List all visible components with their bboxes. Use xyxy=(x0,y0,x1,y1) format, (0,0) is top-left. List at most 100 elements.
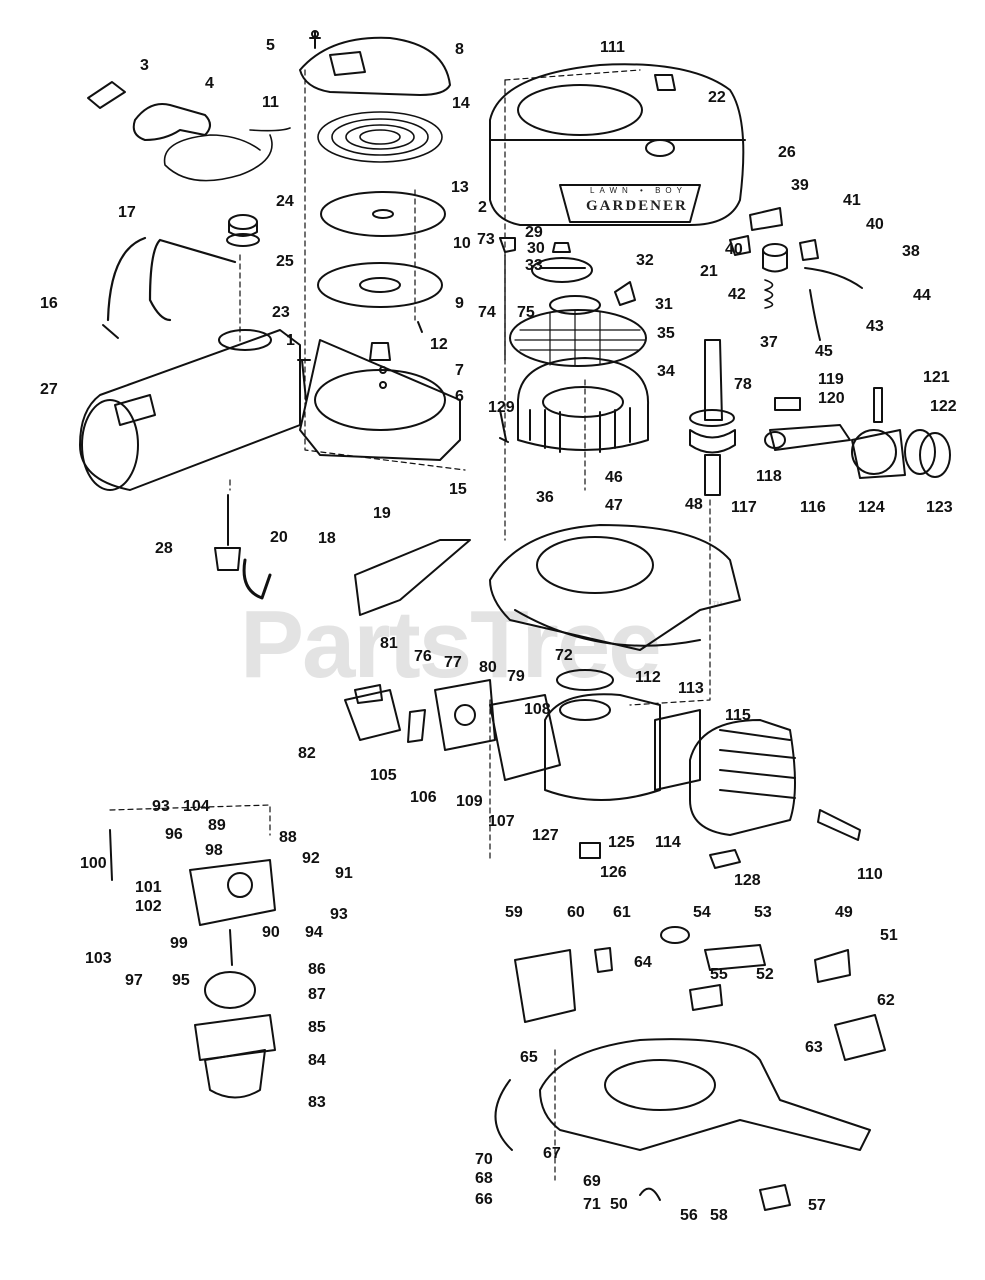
flywheel-36 xyxy=(517,357,650,453)
wristpin-119 xyxy=(774,397,801,411)
baffle-18 xyxy=(354,539,471,616)
part-label-87: 87 xyxy=(308,986,326,1003)
part-label-64: 64 xyxy=(634,954,652,971)
part-label-125: 125 xyxy=(608,834,635,851)
watermark: PartsTree xyxy=(240,591,662,698)
needle-90 xyxy=(229,929,233,966)
part-label-44: 44 xyxy=(913,287,931,304)
part-label-16: 16 xyxy=(40,295,58,312)
part-label-48: 48 xyxy=(685,496,703,513)
felt-64 xyxy=(660,926,690,944)
part-label-88: 88 xyxy=(279,829,297,846)
screen-34 xyxy=(509,309,647,367)
part-label-117: 117 xyxy=(731,499,757,516)
part-label-45: 45 xyxy=(815,343,833,360)
part-label-30: 30 xyxy=(527,240,545,257)
part-label-120: 120 xyxy=(818,390,845,407)
base-plate-48 xyxy=(489,524,741,651)
part-label-1: 1 xyxy=(286,332,295,349)
part-label-53: 53 xyxy=(754,904,772,921)
part-label-103: 103 xyxy=(85,950,112,967)
cylinder-114 xyxy=(689,719,796,836)
part-label-91: 91 xyxy=(335,865,353,882)
part-label-86: 86 xyxy=(308,961,326,978)
clip-3 xyxy=(87,81,126,109)
fuel-valve-28 xyxy=(214,494,241,571)
wire-45 xyxy=(809,289,821,341)
part-label-22: 22 xyxy=(708,89,726,106)
part-label-97: 97 xyxy=(125,972,143,989)
part-label-19: 19 xyxy=(373,505,391,522)
part-label-72: 72 xyxy=(555,647,573,664)
lever-44 xyxy=(804,267,863,289)
bracket-32 xyxy=(614,281,636,306)
part-label-74: 74 xyxy=(478,304,496,321)
crankcase-125 xyxy=(544,693,661,801)
connecting-rod-116 xyxy=(764,424,851,451)
part-label-80: 80 xyxy=(479,659,497,676)
part-label-14: 14 xyxy=(452,95,470,112)
clip-73 xyxy=(499,237,516,253)
part-label-36: 36 xyxy=(536,489,554,506)
cam-54 xyxy=(689,984,723,1011)
coil-60 xyxy=(514,949,576,1023)
part-label-85: 85 xyxy=(308,1019,326,1036)
part-label-41: 41 xyxy=(843,192,861,209)
rings-123 xyxy=(904,429,951,478)
part-label-4: 4 xyxy=(205,75,214,92)
part-label-127: 127 xyxy=(532,827,559,844)
points-55 xyxy=(704,944,766,971)
part-label-115: 115 xyxy=(725,707,751,724)
part-label-9: 9 xyxy=(455,295,464,312)
part-label-77: 77 xyxy=(444,654,462,671)
shroud-brand-top: LAWN • BOY xyxy=(590,186,687,195)
part-label-101: 101 xyxy=(135,879,162,896)
spring-42 xyxy=(764,279,774,309)
float-bowl-87 xyxy=(204,971,256,1009)
screw-9 xyxy=(417,321,423,333)
part-label-124: 124 xyxy=(858,499,885,516)
part-label-3: 3 xyxy=(140,57,149,74)
part-label-26: 26 xyxy=(778,144,796,161)
part-label-112: 112 xyxy=(635,669,661,686)
part-label-58: 58 xyxy=(710,1207,728,1224)
base-plate-63 xyxy=(539,1038,871,1151)
part-label-68: 68 xyxy=(475,1170,493,1187)
part-label-13: 13 xyxy=(451,179,469,196)
recoil-cover-8 xyxy=(299,36,451,96)
part-label-75: 75 xyxy=(517,304,535,321)
fuel-line-17 xyxy=(106,236,237,322)
fuel-tank-27 xyxy=(79,329,301,491)
part-label-116: 116 xyxy=(800,499,826,516)
gasket-25 xyxy=(226,233,260,247)
part-label-119: 119 xyxy=(818,371,844,388)
clip-61 xyxy=(594,947,613,973)
part-label-94: 94 xyxy=(305,924,323,941)
pulley-13 xyxy=(320,191,446,237)
part-label-123: 123 xyxy=(926,499,953,516)
screw-100 xyxy=(109,829,113,881)
part-label-50: 50 xyxy=(610,1196,628,1213)
part-label-65: 65 xyxy=(520,1049,538,1066)
plate-10 xyxy=(317,262,443,308)
part-label-8: 8 xyxy=(455,41,464,58)
part-label-126: 126 xyxy=(600,864,627,881)
part-label-24: 24 xyxy=(276,193,294,210)
part-label-92: 92 xyxy=(302,850,320,867)
part-label-28: 28 xyxy=(155,540,173,557)
part-label-106: 106 xyxy=(410,789,437,806)
part-label-121: 121 xyxy=(923,369,950,386)
part-label-57: 57 xyxy=(808,1197,826,1214)
part-label-76: 76 xyxy=(414,648,432,665)
part-label-52: 52 xyxy=(756,966,774,983)
part-label-49: 49 xyxy=(835,904,853,921)
part-label-15: 15 xyxy=(449,481,467,498)
part-label-99: 99 xyxy=(170,935,188,952)
ring-126 xyxy=(579,842,601,859)
gasket-128 xyxy=(709,849,741,869)
part-label-46: 46 xyxy=(605,469,623,486)
part-label-38: 38 xyxy=(902,243,920,260)
part-label-6: 6 xyxy=(455,388,464,405)
